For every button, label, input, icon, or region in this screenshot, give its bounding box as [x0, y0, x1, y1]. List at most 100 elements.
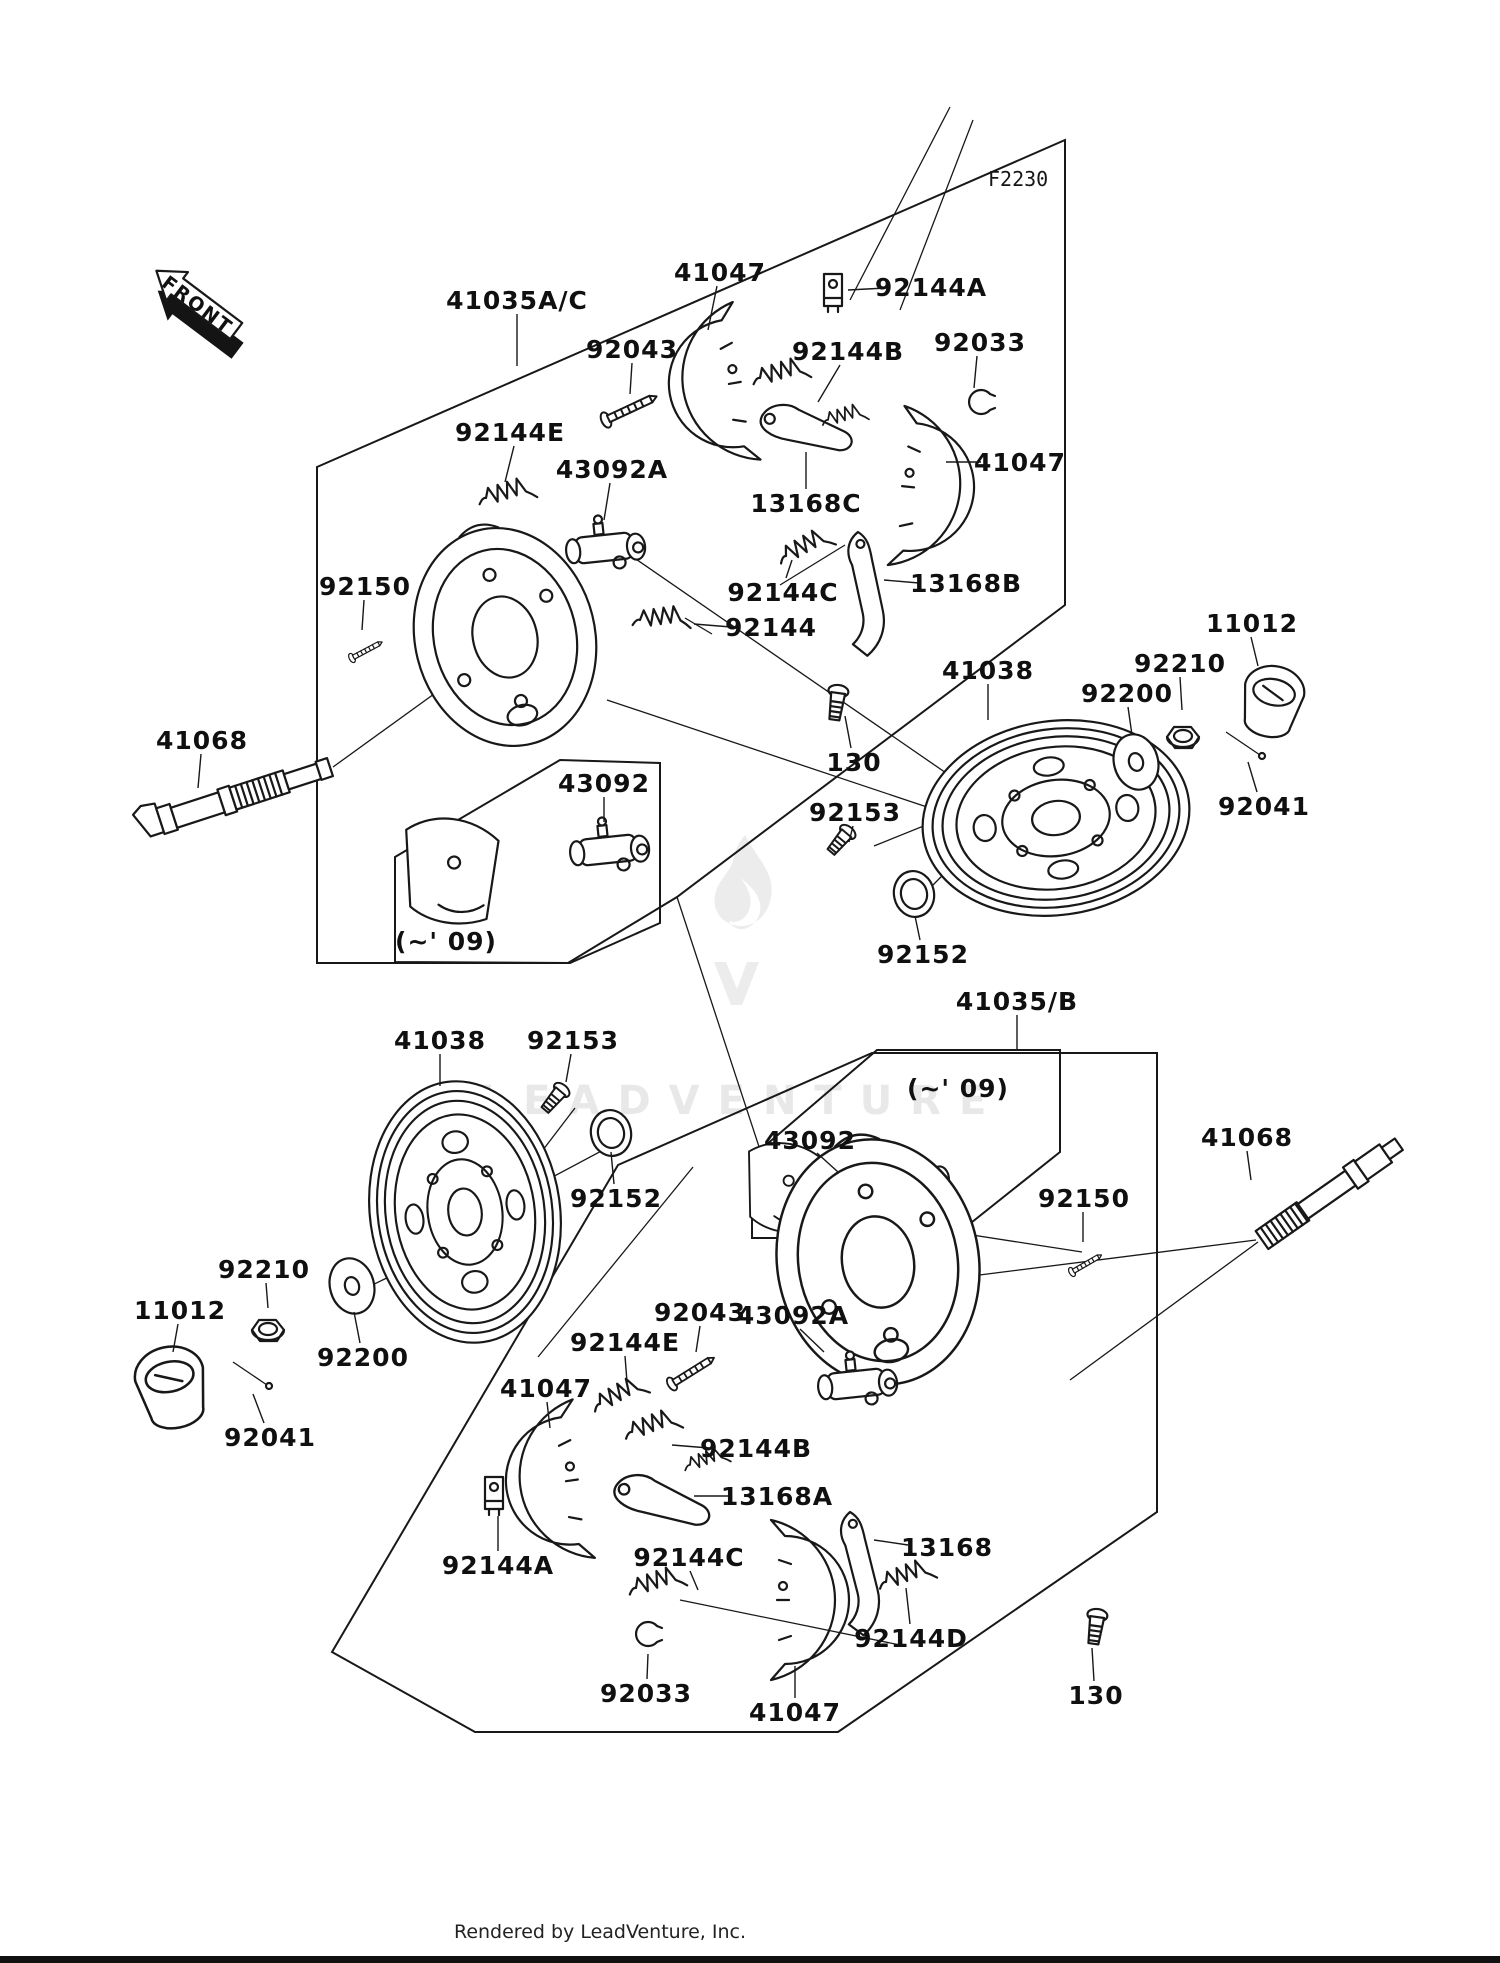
- part-label-92153: 92153: [527, 1026, 619, 1055]
- spring-hook-1: [684, 617, 713, 635]
- part-label-41047: 41047: [974, 448, 1066, 477]
- part-label-92210: 92210: [1134, 649, 1226, 678]
- spring-wire-1: [779, 544, 846, 586]
- bottom-edge-bar: [0, 1956, 1500, 1963]
- upper-assembly: [131, 272, 1310, 936]
- part-label-13168C: 13168C: [750, 489, 861, 518]
- part-label-92152: 92152: [877, 940, 969, 969]
- bolt-92150-2: [1066, 1250, 1105, 1279]
- plate-fragment-1: [392, 805, 516, 936]
- lever-13168B: [846, 530, 887, 658]
- leader-line: [546, 1401, 551, 1429]
- leader-line: [1250, 636, 1259, 667]
- leader-line: [624, 1355, 628, 1383]
- leader-line: [799, 1328, 825, 1353]
- part-label-92144B: 92144B: [792, 337, 904, 366]
- brake-shoe-2a: [494, 1398, 597, 1570]
- part-label-41068: 41068: [156, 726, 248, 755]
- leadventure-v-icon: [714, 962, 759, 1005]
- part-label-92153: 92153: [809, 798, 901, 827]
- leader-line: [1179, 676, 1183, 711]
- lower-assembly: [128, 1067, 1404, 1682]
- bolt-92043-1: [597, 388, 661, 431]
- cap-11012-1: [1234, 659, 1310, 744]
- leadventure-flame-icon: [714, 835, 772, 930]
- leader-line: [610, 1151, 615, 1185]
- footer-credit: Rendered by LeadVenture, Inc.: [454, 1921, 746, 1943]
- spring-92144B-2a: [620, 1404, 685, 1451]
- part-label-92043: 92043: [586, 335, 678, 364]
- bolt-92150-1: [346, 637, 386, 665]
- part-label-11012: 11012: [134, 1296, 226, 1325]
- leader-line: [785, 559, 793, 579]
- part-label-92144D: 92144D: [854, 1624, 968, 1653]
- spring-92144-1: [629, 603, 692, 638]
- leader-line: [973, 355, 978, 389]
- brake-shoe-2b: [769, 1518, 851, 1682]
- brake-shoe-1b: [886, 404, 984, 575]
- part-label-92210: 92210: [218, 1255, 310, 1284]
- leader-line: [353, 1311, 361, 1344]
- leader-line: [1247, 761, 1258, 793]
- front-arrow: FRONT: [155, 269, 244, 359]
- front-arrow-shadow: [157, 290, 244, 359]
- bolt-130-1: [823, 682, 851, 723]
- axle-shaft-2: [1254, 1137, 1404, 1251]
- part-label-92041: 92041: [1218, 792, 1310, 821]
- leader-line: [671, 1444, 710, 1449]
- leader-line: [905, 1587, 911, 1625]
- leader-line: [646, 1653, 649, 1680]
- spring-92144E-1: [474, 473, 539, 516]
- wheel-cylinder-43092-1: [565, 811, 653, 877]
- part-label-92144: 92144: [725, 613, 817, 642]
- circlip-92033-1: [967, 388, 997, 416]
- part-label-41035A/C: 41035A/C: [446, 286, 588, 315]
- leader-line: [172, 1323, 179, 1353]
- leader-line: [695, 1325, 701, 1353]
- assembly-box-2: [330, 1052, 1158, 1733]
- part-label-92144A: 92144A: [442, 1551, 554, 1580]
- brake-drum-1: [908, 702, 1204, 934]
- leader-line: [252, 1393, 265, 1424]
- leader-line: [844, 715, 852, 749]
- spring-wire-2: [679, 1599, 901, 1646]
- part-label-92200: 92200: [317, 1343, 409, 1372]
- variant-box-2: [751, 1049, 1061, 1239]
- part-label-41068: 41068: [1201, 1123, 1293, 1152]
- nut-92210-1: [1165, 725, 1201, 750]
- part-label-92150: 92150: [1038, 1184, 1130, 1213]
- leader-line: [883, 579, 920, 584]
- bolt-92043-2: [663, 1350, 719, 1394]
- adjuster-lever-13168A: [610, 1470, 715, 1528]
- part-label-92144B: 92144B: [700, 1434, 812, 1463]
- axle-shaft-1: [131, 756, 334, 838]
- clip-92144A-2: [483, 1475, 505, 1517]
- leader-line: [914, 915, 921, 941]
- variant-box-1: [394, 758, 661, 965]
- cap-11012-2: [128, 1339, 216, 1436]
- part-label-13168: 13168: [901, 1533, 993, 1562]
- part-label-92041: 92041: [224, 1423, 316, 1452]
- part-label-41047: 41047: [674, 258, 766, 287]
- part-label-41047: 41047: [749, 1698, 841, 1727]
- part-label-92150: 92150: [319, 572, 411, 601]
- leader-line: [1127, 706, 1133, 736]
- part-label-92200: 92200: [1081, 679, 1173, 708]
- wheel-cylinder-43092A-1: [561, 509, 649, 575]
- front-arrow-face: [155, 269, 244, 341]
- circlip-92033-2: [634, 1620, 664, 1648]
- cotter-pin-92041-1: [1224, 730, 1267, 761]
- leader-line: [603, 482, 611, 521]
- leader-line: [265, 1282, 269, 1309]
- part-label-43092: 43092: [558, 769, 650, 798]
- part-label-92043: 92043: [654, 1298, 746, 1327]
- adjuster-lever-13168C: [757, 401, 856, 453]
- leader-line: [817, 364, 841, 403]
- part-label-92144C: 92144C: [727, 578, 838, 607]
- part-label-92033: 92033: [934, 328, 1026, 357]
- leader-line: [197, 753, 202, 789]
- part-label-(~' 09): (~' 09): [395, 927, 497, 956]
- part-label-41047: 41047: [500, 1374, 592, 1403]
